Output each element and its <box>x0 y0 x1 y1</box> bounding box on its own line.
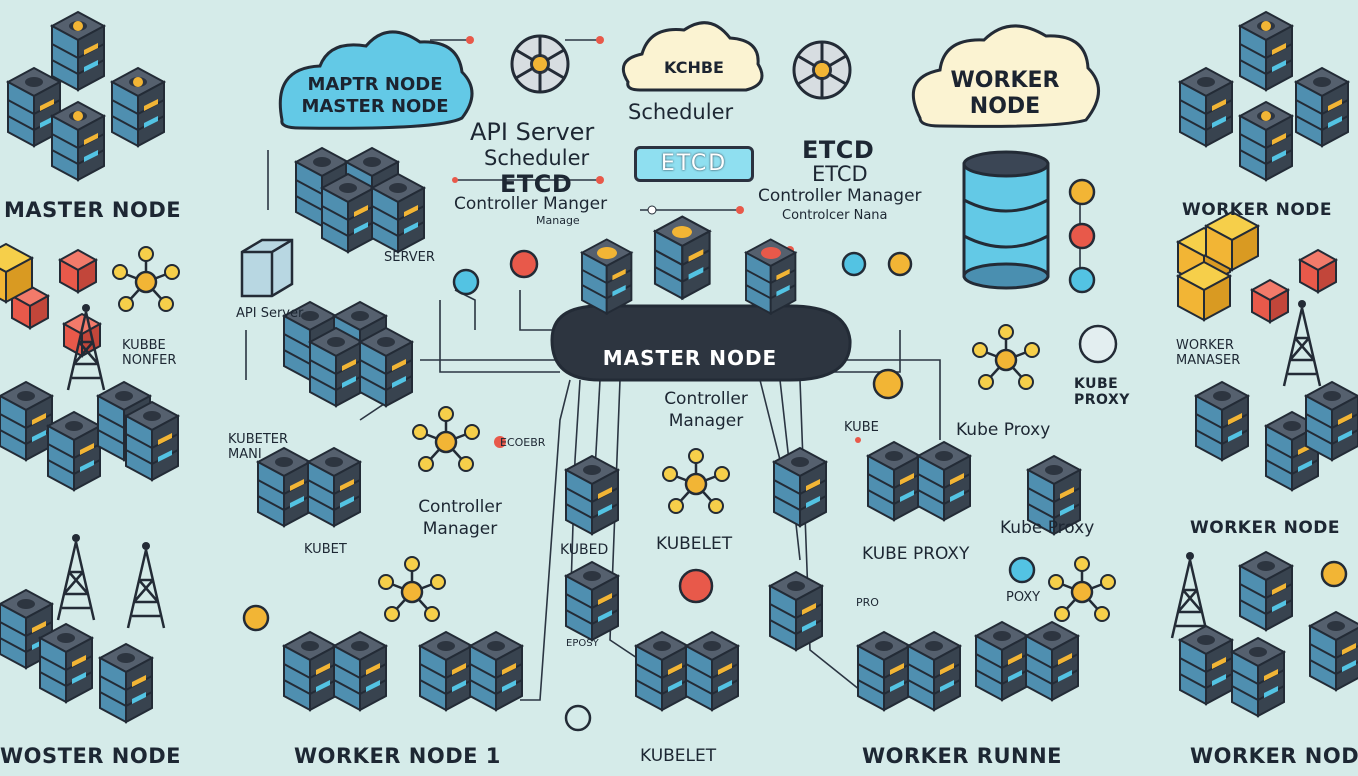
cloud-label-worker-1: WORKER <box>930 68 1080 93</box>
right-server-cluster-mid <box>1196 382 1358 490</box>
left-server-cluster-top <box>8 12 164 180</box>
label-kube-proxy-far: Kube Proxy <box>1000 518 1094 538</box>
label-controller-manager-center: Controller Manager <box>646 388 766 432</box>
cloud-label-line2: MASTER NODE <box>290 96 460 117</box>
label-eposy: EPOSY <box>566 638 599 649</box>
label-etcd-right-2: ETCD <box>812 162 868 186</box>
label-worker-node-top-right: WORKER NODE <box>1182 200 1332 220</box>
server-group-a <box>296 148 424 252</box>
master-node-band-label: MASTER NODE <box>560 346 820 370</box>
master-servers <box>582 217 795 314</box>
label-kubet: KUBET <box>304 542 347 557</box>
label-scheduler-top: Scheduler <box>628 100 733 124</box>
label-worker-node-mid-right: WORKER NODE <box>1190 518 1340 538</box>
label-controller-manager-right: Controller Manager <box>758 186 922 206</box>
hub-icon <box>113 247 179 311</box>
label-kubelet-center: KUBELET <box>656 534 732 554</box>
label-scheduler: Scheduler <box>484 146 589 170</box>
hub-icon <box>663 449 729 513</box>
label-master-node-left: MASTER NODE <box>4 198 181 222</box>
helm-wheel-icon <box>512 36 568 92</box>
bottom-left-servers <box>0 590 152 722</box>
hub-icon <box>413 407 479 471</box>
label-kubeter-man: KUBETER MANI <box>228 432 308 462</box>
worker-runne-servers <box>858 622 1078 710</box>
label-worker-manager: WORKER MANASER <box>1176 338 1266 368</box>
label-proxy: POXY <box>1006 590 1040 605</box>
left-server-cluster-mid <box>0 382 178 490</box>
cloud-kchbe <box>623 23 762 90</box>
label-kube-proxy-tag: KUBE PROXY <box>1074 376 1138 408</box>
label-pro: PRO <box>856 596 879 609</box>
label-kubelet-bottom: KUBELET <box>640 746 716 766</box>
label-server: SERVER <box>384 250 435 265</box>
glass-cube <box>242 240 292 296</box>
label-woster-node: WOSTER NODE <box>0 744 181 768</box>
label-ecoebr: ECOEBR <box>500 436 545 449</box>
hub-icon <box>1049 557 1115 621</box>
hub-icon <box>379 557 445 621</box>
label-controller-manger: Controller Manger <box>454 194 607 214</box>
label-kube-small: KUBE <box>844 420 879 435</box>
label-controller-manager-left: Controller Manager <box>400 496 520 540</box>
label-controlcer-nana: Controlcer Nana <box>782 208 888 223</box>
worker-node-1-servers <box>284 632 522 710</box>
cloud-label-worker-2: NODE <box>930 94 1080 119</box>
etcd-badge: ETCD <box>634 146 754 182</box>
label-kubbe-nonfer-1: KUBBE NONFER <box>122 338 202 368</box>
label-worker-node-1: WORKER NODE 1 <box>294 744 501 768</box>
label-api-server-left: API Server <box>236 306 303 321</box>
label-worker-runne: WORKER RUNNE <box>862 744 1062 768</box>
label-kube-proxy-center: KUBE PROXY <box>862 544 969 564</box>
label-api-server: API Server <box>470 118 594 146</box>
etcd-database-icon <box>964 152 1048 288</box>
label-worker-node-bottom-right: WORKER NODE <box>1190 744 1358 768</box>
cloud-label-line1: MAPTR NODE <box>290 74 460 95</box>
hub-icon <box>973 325 1039 389</box>
label-kubed: KUBED <box>560 542 608 558</box>
kubelet-servers <box>636 632 738 710</box>
cloud-label-center: KCHBE <box>638 58 750 77</box>
label-etcd-right-1: ETCD <box>802 136 874 164</box>
label-kube-proxy-right: Kube Proxy <box>956 420 1050 440</box>
label-manage: Manage <box>536 214 580 227</box>
right-server-cluster-top <box>1180 12 1348 180</box>
